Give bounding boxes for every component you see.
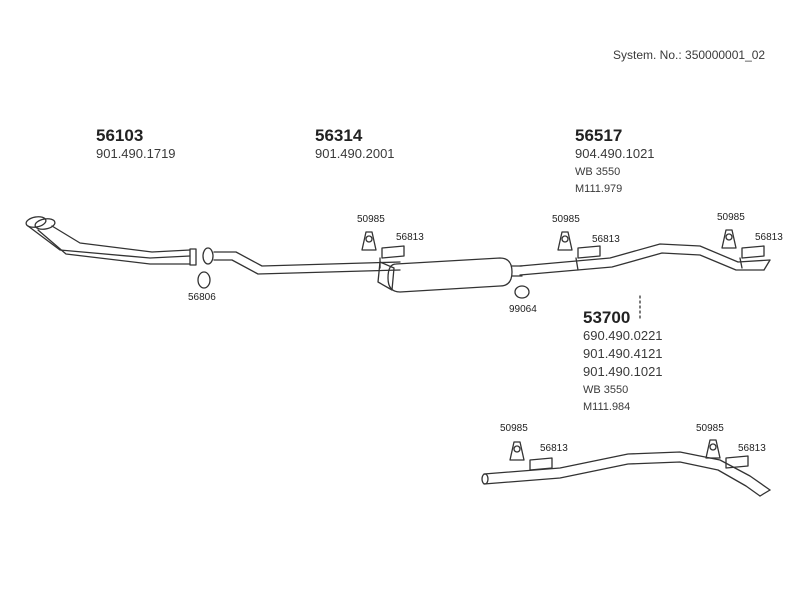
group-middle-pipe-line-1: 901.490.2001 bbox=[315, 146, 395, 161]
group-front-pipe-id: 56103 bbox=[96, 126, 144, 145]
sealing-ring bbox=[197, 247, 214, 289]
part-label-clamp: 99064 bbox=[509, 304, 537, 315]
part-label-bracket-rear: 56813 bbox=[592, 234, 620, 245]
group-alt-rear-pipe-line-1: 690.490.0221 bbox=[583, 328, 663, 343]
rear-pipe-upper bbox=[519, 243, 771, 276]
part-label-bracket-tail: 56813 bbox=[755, 232, 783, 243]
front-pipe bbox=[25, 216, 197, 266]
group-alt-rear-pipe-line-3: 901.490.1021 bbox=[583, 364, 663, 379]
part-label-bracket-middle: 56813 bbox=[396, 232, 424, 243]
group-alt-rear-pipe-id: 53700 bbox=[583, 308, 631, 327]
part-label-bracket-lower-rear: 56813 bbox=[738, 443, 766, 454]
part-label-ring: 56806 bbox=[188, 292, 216, 303]
hanger-set-lower-front bbox=[509, 441, 553, 471]
part-label-hanger-tail: 50985 bbox=[717, 212, 745, 223]
part-label-hanger-middle: 50985 bbox=[357, 214, 385, 225]
group-front-pipe-line-1: 901.490.1719 bbox=[96, 146, 176, 161]
part-label-hanger-rear: 50985 bbox=[552, 214, 580, 225]
group-alt-rear-pipe-line-2: 901.490.4121 bbox=[583, 346, 663, 361]
rear-pipe-lower bbox=[481, 451, 771, 497]
group-alt-rear-pipe-line-4: WB 3550 bbox=[583, 384, 629, 396]
group-rear-pipe-line-3: M111.979 bbox=[575, 183, 623, 195]
part-label-hanger-lower-rear: 50985 bbox=[696, 423, 724, 434]
middle-pipe bbox=[213, 251, 401, 275]
muffler-clamp bbox=[514, 285, 530, 299]
hanger-set-lower-rear bbox=[705, 439, 749, 469]
middle-muffler bbox=[377, 257, 523, 293]
group-alt-rear-pipe-line-5: M111.984 bbox=[583, 401, 631, 413]
group-rear-pipe-line-1: 904.490.1021 bbox=[575, 146, 655, 161]
hanger-set-middle bbox=[361, 231, 405, 269]
group-rear-pipe-id: 56517 bbox=[575, 126, 623, 145]
group-middle-pipe-id: 56314 bbox=[315, 126, 363, 145]
group-rear-pipe-line-2: WB 3550 bbox=[575, 166, 621, 178]
part-label-bracket-lower-front: 56813 bbox=[540, 443, 568, 454]
part-label-hanger-lower-front: 50985 bbox=[500, 423, 528, 434]
system-number: System. No.: 350000001_02 bbox=[613, 48, 766, 62]
hanger-set-rear bbox=[557, 231, 601, 271]
hanger-set-tail bbox=[721, 229, 765, 269]
